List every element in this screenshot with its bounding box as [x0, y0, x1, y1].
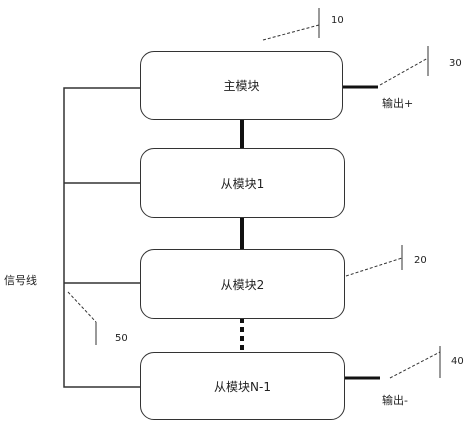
- output-plus-label: 输出+: [382, 97, 414, 110]
- ref-leader-10: [262, 8, 320, 41]
- main-module-box: 主模块: [140, 51, 343, 120]
- ref-leader-30: [379, 46, 429, 86]
- ref-leader-50: [67, 291, 97, 345]
- slave-module-2-label: 从模块2: [220, 277, 265, 292]
- main-module-label: 主模块: [223, 79, 260, 93]
- slave-module-2-box: 从模块2: [140, 249, 345, 319]
- ref-number-20: 20: [414, 255, 427, 266]
- ref-number-40: 40: [451, 356, 464, 367]
- ref-number-30: 30: [449, 58, 462, 69]
- output-minus-label: 输出-: [382, 394, 408, 407]
- ref-number-10: 10: [331, 15, 344, 26]
- ref-number-50: 50: [115, 333, 128, 344]
- slave-module-1-label: 从模块1: [220, 176, 265, 191]
- signal-line-label: 信号线: [4, 274, 37, 287]
- ref-leader-40: [389, 346, 441, 379]
- slave-module-n-label: 从模块N-1: [214, 379, 271, 394]
- slave-module-1-box: 从模块1: [140, 148, 345, 218]
- signal-line-bus: [63, 87, 140, 388]
- slave-module-n-box: 从模块N-1: [140, 352, 345, 420]
- ref-leader-20: [345, 245, 403, 277]
